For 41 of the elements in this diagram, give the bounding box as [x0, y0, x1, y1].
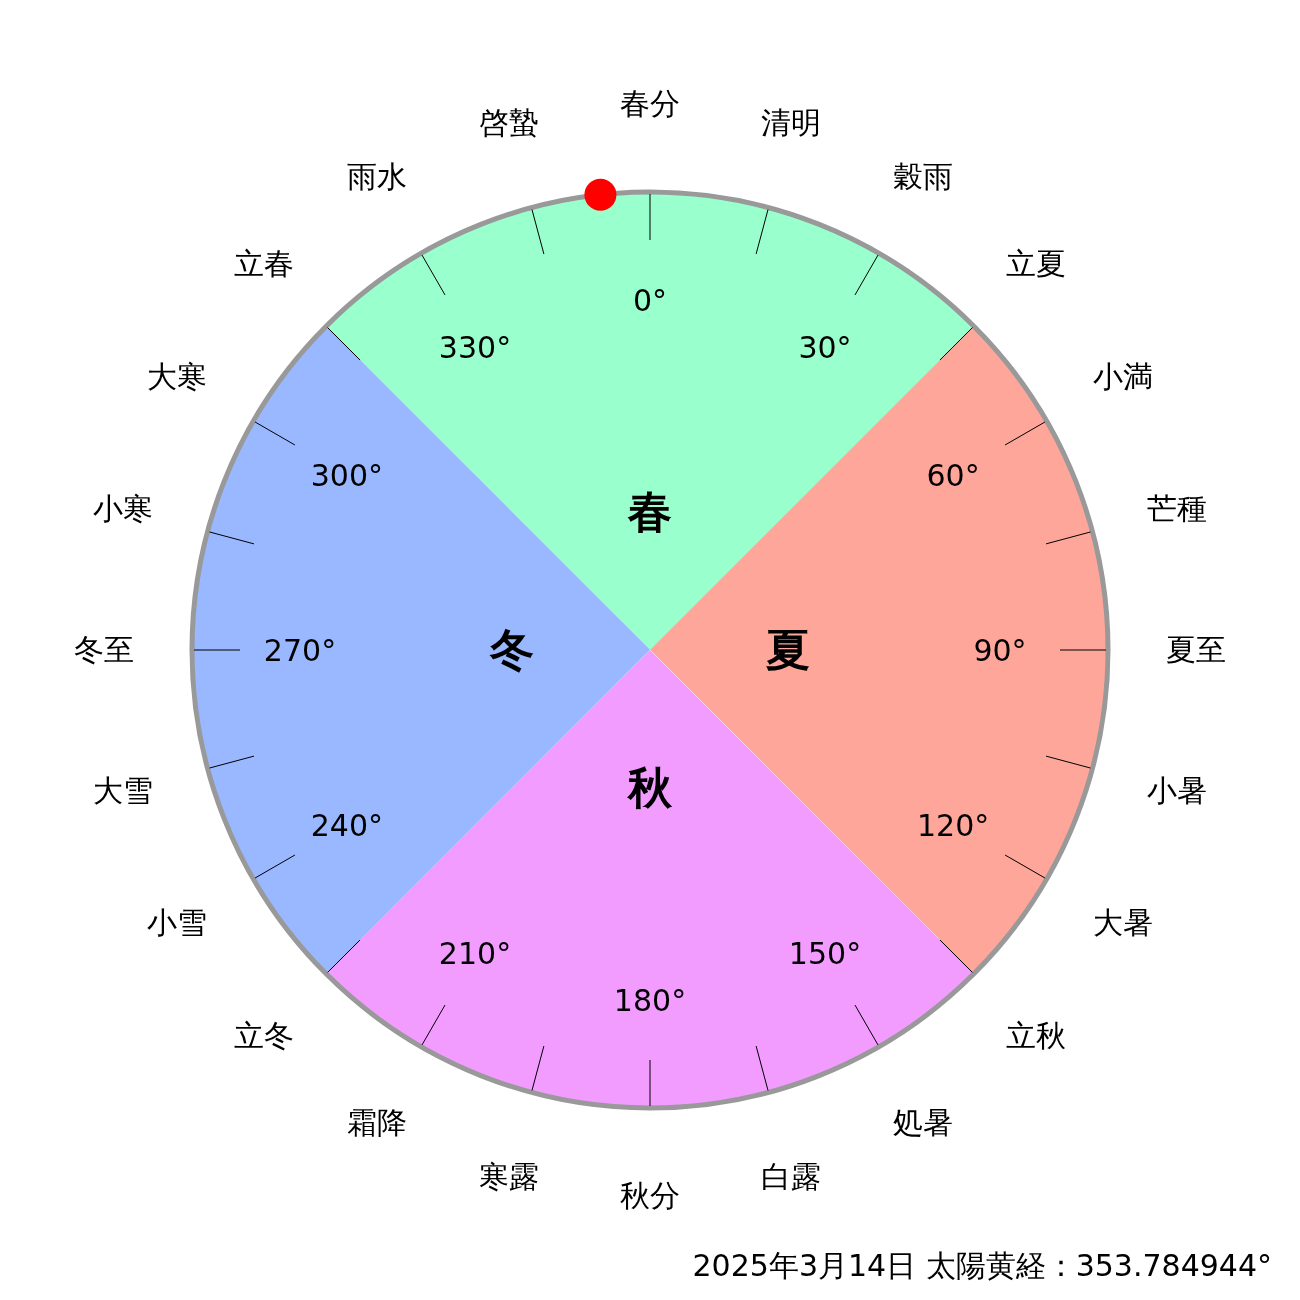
solar-term-label: 啓蟄 [478, 103, 539, 142]
degree-label: 180° [613, 982, 687, 1018]
solar-term-label: 大雪 [92, 771, 153, 810]
degree-label: 210° [438, 935, 512, 971]
solar-term-label: 芒種 [1147, 489, 1208, 528]
degree-label: 330° [438, 329, 512, 365]
solar-term-label: 大暑 [1092, 903, 1153, 942]
degree-label: 0° [632, 282, 668, 318]
degree-label: 120° [916, 807, 990, 843]
solar-term-label: 処暑 [893, 1103, 953, 1142]
degree-label: 270° [263, 632, 337, 668]
solar-term-label: 穀雨 [893, 157, 953, 196]
degree-label: 300° [310, 457, 383, 493]
solar-term-label: 立冬 [233, 1016, 294, 1055]
solar-term-label: 春分 [620, 84, 680, 123]
solar-term-label: 立秋 [1006, 1016, 1067, 1055]
solar-term-label: 立夏 [1006, 244, 1067, 283]
solar-term-label: 小満 [1092, 357, 1153, 396]
solar-term-label: 小暑 [1147, 771, 1208, 810]
season-label: 夏 [766, 622, 810, 677]
solar-term-label: 小雪 [147, 903, 208, 942]
solar-term-label: 冬至 [74, 630, 134, 669]
solar-term-label: 立春 [233, 244, 294, 283]
solar-term-label: 大寒 [147, 357, 208, 396]
degree-label: 150° [788, 935, 862, 971]
degree-label: 240° [310, 807, 383, 843]
solar-term-label: 夏至 [1166, 630, 1226, 669]
solar-term-label: 小寒 [92, 489, 153, 528]
degree-label: 90° [973, 632, 1027, 668]
solar-term-label: 清明 [761, 103, 822, 142]
season-label: 冬 [490, 622, 534, 677]
season-label: 秋 [628, 760, 672, 815]
solar-term-label: 寒露 [478, 1157, 539, 1196]
season-label: 春 [628, 484, 672, 539]
degree-label: 60° [926, 457, 980, 493]
solar-term-label: 白露 [761, 1157, 822, 1196]
solar-term-label: 霜降 [347, 1103, 407, 1142]
degree-label: 30° [798, 329, 852, 365]
solar-term-label: 雨水 [347, 157, 407, 196]
solar-term-label: 秋分 [620, 1176, 680, 1215]
date-caption: 2025年3月14日 太陽黄経：353.784944° [692, 1247, 1272, 1285]
